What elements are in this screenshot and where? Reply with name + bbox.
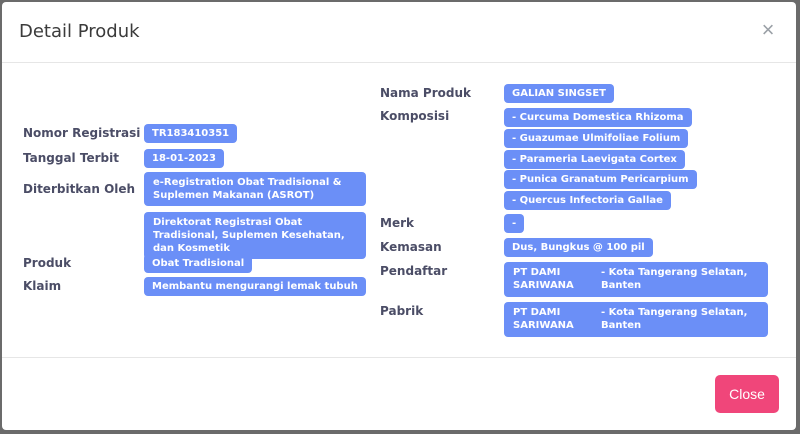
value-nomor-registrasi: TR183410351	[144, 124, 238, 143]
value-produk: Obat Tradisional	[144, 254, 253, 273]
label-klaim: Klaim	[23, 279, 62, 293]
product-detail-modal: Detail Produk × Nomor Registrasi TR18341…	[2, 2, 796, 430]
pabrik-city: - Kota Tangerang Selatan, Banten	[601, 307, 748, 331]
value-komposisi-5: - Quercus Infectoria Gallae	[504, 191, 671, 210]
label-kemasan: Kemasan	[380, 240, 442, 254]
modal-footer: Close	[2, 357, 796, 431]
value-diterbitkan-oleh-1: e-Registration Obat Tradisional & Suplem…	[144, 172, 366, 206]
modal-header: Detail Produk ×	[2, 2, 796, 63]
label-pabrik: Pabrik	[380, 304, 424, 318]
pendaftar-city: - Kota Tangerang Selatan, Banten	[601, 267, 748, 291]
label-produk: Produk	[23, 256, 72, 270]
value-diterbitkan-oleh-2: Direktorat Registrasi Obat Tradisional, …	[144, 212, 366, 259]
value-tanggal-terbit: 18-01-2023	[144, 149, 224, 168]
value-kemasan: Dus, Bungkus @ 100 pil	[504, 238, 653, 257]
value-klaim: Membantu mengurangi lemak tubuh	[144, 277, 366, 296]
close-icon[interactable]: ×	[761, 17, 775, 42]
value-komposisi-1: - Curcuma Domestica Rhizoma	[504, 108, 692, 127]
pabrik-name: PT DAMI SARIWANA	[513, 307, 574, 331]
value-pabrik: PT DAMI SARIWANA - Kota Tangerang Selata…	[504, 302, 768, 337]
label-komposisi: Komposisi	[380, 109, 450, 123]
pendaftar-name: PT DAMI SARIWANA	[513, 267, 574, 291]
label-pendaftar: Pendaftar	[380, 264, 448, 278]
close-button[interactable]: Close	[715, 375, 779, 413]
value-pendaftar: PT DAMI SARIWANA - Kota Tangerang Selata…	[504, 262, 768, 297]
label-diterbitkan-oleh: Diterbitkan Oleh	[23, 182, 136, 196]
label-merk: Merk	[380, 216, 414, 230]
value-komposisi-3: - Parameria Laevigata Cortex	[504, 150, 685, 169]
label-tanggal-terbit: Tanggal Terbit	[23, 151, 119, 165]
value-merk: -	[504, 214, 525, 233]
modal-title: Detail Produk	[19, 21, 140, 42]
value-komposisi-4: - Punica Granatum Pericarpium	[504, 170, 697, 189]
label-nama-produk: Nama Produk	[380, 86, 471, 100]
label-nomor-registrasi: Nomor Registrasi	[23, 126, 141, 140]
value-nama-produk: GALIAN SINGSET	[504, 84, 614, 103]
value-komposisi-2: - Guazumae Ulmifoliae Folium	[504, 129, 689, 148]
